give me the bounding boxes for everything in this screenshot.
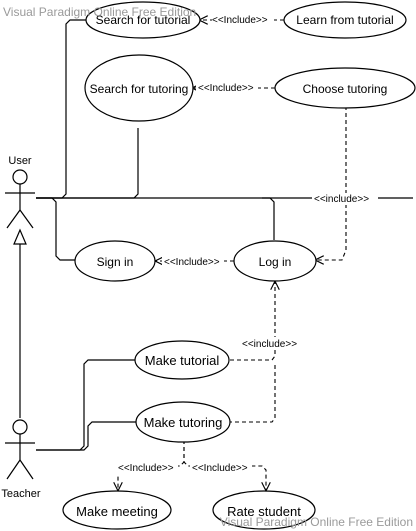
include-choose-to-log-in: [316, 106, 347, 260]
actor-user-icon: [5, 169, 35, 229]
use-case-label: Make tutorial: [145, 353, 220, 368]
include-label-rate: <<Include>>: [192, 463, 248, 474]
assoc-teacher-make-tutoring: [36, 421, 136, 451]
assoc-teacher-make-tutorial: [36, 359, 136, 451]
use-case-make-tutoring[interactable]: Make tutoring: [135, 401, 231, 443]
actor-teacher-label: Teacher: [1, 488, 40, 500]
include-make-tutorial-to-log-in: [230, 282, 275, 361]
include-make-tutoring-to-log-in: [228, 362, 276, 423]
use-case-make-meeting[interactable]: Make meeting: [62, 490, 172, 530]
use-case-label: Choose tutoring: [303, 82, 388, 96]
use-case-choose-tutoring[interactable]: Choose tutoring: [274, 67, 416, 109]
use-case-sign-in[interactable]: Sign in: [74, 240, 156, 282]
use-case-label: Log in: [259, 255, 292, 269]
use-case-label: Search for tutoring: [90, 82, 189, 96]
watermark-bottom: Visual Paradigm Online Free Edition: [220, 515, 413, 529]
include-label-meeting: <<Include>>: [118, 463, 174, 474]
use-case-label: Make meeting: [76, 504, 158, 519]
use-case-label: Learn from tutorial: [296, 13, 393, 27]
watermark-top: Visual Paradigm Online Free Edition: [3, 5, 196, 19]
assoc-user-log-in: [262, 197, 275, 240]
use-case-label: Search for tutorial: [96, 13, 191, 27]
use-case-log-in[interactable]: Log in: [233, 240, 317, 282]
assoc-user-sign-in: [36, 197, 76, 261]
use-case-learn-tutorial[interactable]: Learn from tutorial: [283, 1, 407, 39]
include-label-choose: <<Include>>: [198, 83, 254, 94]
use-case-make-tutorial[interactable]: Make tutorial: [134, 340, 230, 380]
use-case-search-tutorial[interactable]: Search for tutorial: [85, 1, 201, 39]
include-label-make-tutorial: <<include>>: [242, 339, 297, 350]
actor-user[interactable]: User: [5, 155, 35, 229]
use-case-label: Make tutoring: [144, 415, 223, 430]
include-label-login-signin: <<Include>>: [164, 257, 220, 268]
include-label-choose-login: <<include>>: [314, 194, 369, 205]
use-case-rate-student[interactable]: Rate student: [212, 490, 316, 530]
use-case-label: Rate student: [227, 504, 301, 519]
actor-user-label: User: [8, 155, 32, 167]
use-case-search-tutoring[interactable]: Search for tutoring: [84, 54, 194, 122]
generalization-arrowhead: [13, 228, 27, 245]
assoc-user-search-tutorial: [36, 19, 86, 199]
include-label-learn: <<Include>>: [212, 15, 268, 26]
use-case-label: Sign in: [97, 255, 134, 269]
actor-teacher-icon: [5, 419, 35, 480]
assoc-user-search-tutoring: [36, 128, 139, 199]
actor-teacher[interactable]: Teacher: [1, 419, 41, 500]
